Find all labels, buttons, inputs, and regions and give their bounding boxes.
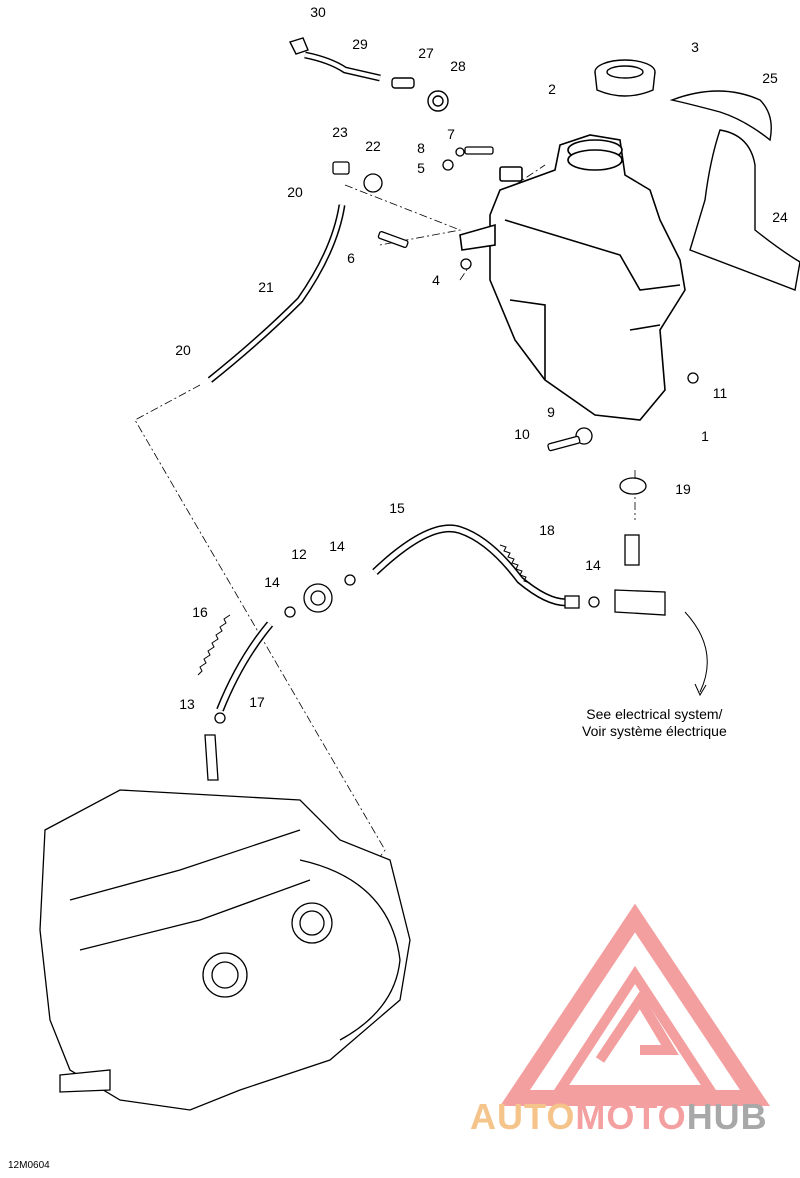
part-label-14a: 14 (328, 538, 346, 554)
part-label-1: 1 (700, 428, 710, 444)
part-label-12: 12 (290, 546, 308, 562)
part-label-29: 29 (351, 36, 369, 52)
part-label-30: 30 (309, 4, 327, 20)
part-label-23: 23 (331, 124, 349, 140)
watermark-text: AUTOMOTOHUB (470, 1096, 768, 1138)
part-label-13: 13 (178, 696, 196, 712)
part-label-15: 15 (388, 500, 406, 516)
part-label-4: 4 (431, 272, 441, 288)
part-label-3: 3 (690, 39, 700, 55)
electrical-system-note: See electrical system/ Voir système élec… (582, 706, 727, 740)
note-arrow (684, 611, 708, 697)
hose-17 (216, 621, 274, 712)
part-label-2: 2 (547, 81, 557, 97)
springs (197, 544, 531, 676)
note-line-2: Voir système électrique (582, 723, 727, 739)
check-valve (214, 534, 666, 724)
part-label-6: 6 (346, 250, 356, 266)
part-label-9: 9 (546, 404, 556, 420)
part-label-18: 18 (538, 522, 556, 538)
watermark-logo-icon (500, 903, 770, 1106)
part-label-20a: 20 (286, 184, 304, 200)
part-label-14b: 14 (584, 557, 602, 573)
filler-cap (594, 59, 656, 97)
part-label-24: 24 (771, 209, 789, 225)
watermark-part-3: HUB (686, 1096, 768, 1137)
engine (39, 734, 411, 1111)
part-label-17: 17 (248, 694, 266, 710)
part-label-8: 8 (416, 140, 426, 156)
part-label-11: 11 (711, 385, 729, 401)
hardware (332, 146, 699, 495)
note-line-1: See electrical system/ (586, 706, 723, 722)
part-label-27: 27 (417, 45, 435, 61)
watermark-part-2: MOTO (575, 1096, 687, 1137)
part-label-22: 22 (364, 138, 382, 154)
watermark-part-1: AUTO (470, 1096, 576, 1137)
part-label-28: 28 (449, 58, 467, 74)
part-label-14c: 14 (263, 574, 281, 590)
part-label-19: 19 (674, 481, 692, 497)
part-label-16: 16 (191, 604, 209, 620)
hose-15 (372, 524, 571, 607)
hose-21 (207, 204, 346, 383)
part-label-21: 21 (257, 279, 275, 295)
part-label-7: 7 (446, 126, 456, 142)
part-label-10: 10 (513, 426, 531, 442)
part-label-5: 5 (416, 160, 426, 176)
part-label-25: 25 (761, 70, 779, 86)
part-label-20b: 20 (174, 342, 192, 358)
figure-code: 12M0604 (8, 1160, 50, 1171)
oil-tank (459, 134, 686, 421)
vent-line-assembly (289, 37, 449, 112)
heat-shield (669, 90, 800, 291)
